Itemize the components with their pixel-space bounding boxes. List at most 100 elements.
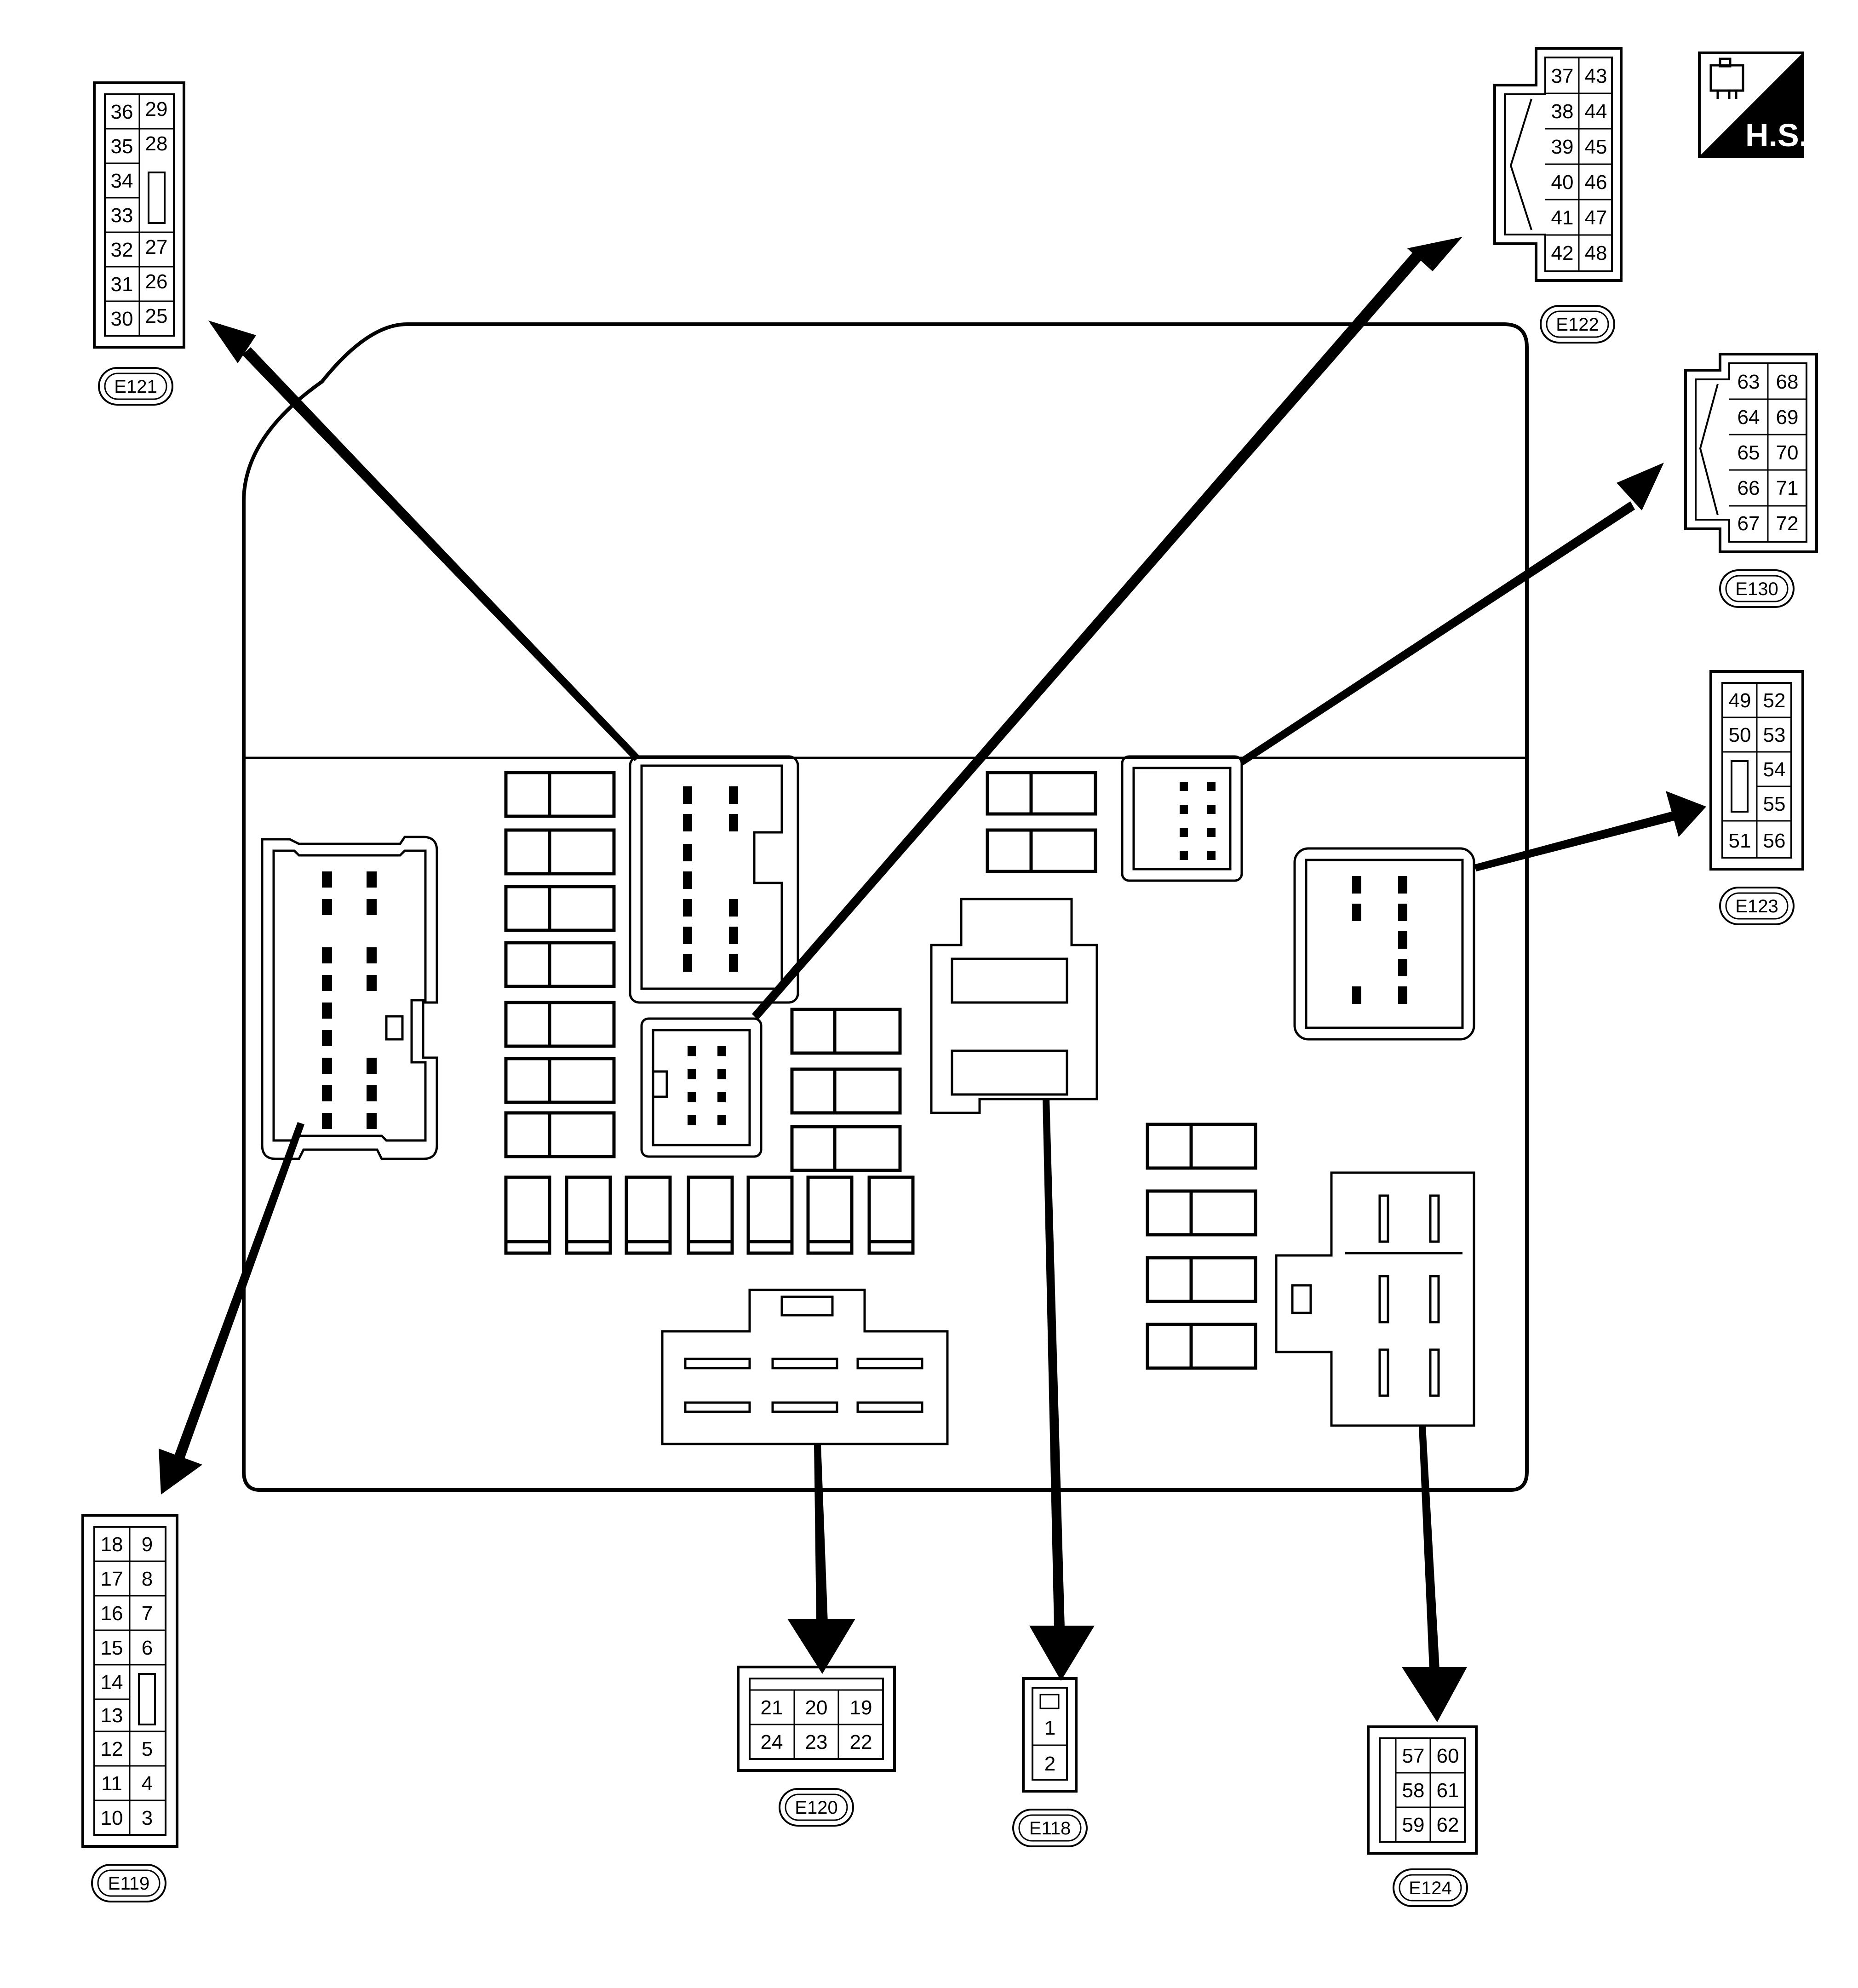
pin: 44 [1585,100,1607,123]
pin: 68 [1776,371,1799,393]
socket-e122 [640,1017,763,1158]
pin: 49 [1729,689,1751,712]
pin: 15 [101,1637,123,1659]
label-e122: E122 [1540,305,1615,344]
pin: 28 [145,132,168,155]
fuse-block-housing [242,322,1529,1492]
pin: 14 [101,1671,123,1694]
connector-e118: 1 2 E118 [1012,1677,1088,1847]
fuse-top-right [986,771,1097,873]
pin: 52 [1763,689,1786,712]
connector-label: E130 [1735,579,1778,599]
fuse-right-column [1146,1123,1257,1370]
pin: 19 [850,1696,872,1719]
pin: 4 [142,1772,153,1795]
pin: 67 [1738,512,1760,535]
pin: 47 [1585,206,1607,229]
connector-label: E120 [795,1798,837,1818]
connector-e121: 36 29 35 28 34 33 32 27 31 26 30 25 E121 [93,81,185,406]
pin: 45 [1585,136,1607,158]
pin: 16 [101,1602,123,1625]
fuse-vertical-row [504,1175,915,1255]
pin: 17 [101,1568,123,1590]
pin: 37 [1551,65,1574,87]
pin: 7 [142,1602,153,1625]
pin: 30 [111,308,133,330]
label-e119: E119 [91,1864,166,1902]
pin: 34 [111,170,133,192]
socket-e130 [1121,755,1243,882]
pin: 32 [111,239,133,261]
socket-e118 [930,898,1098,1114]
pin: 69 [1776,406,1799,429]
pin: 21 [761,1696,783,1719]
pin: 1 [1044,1717,1055,1739]
pin: 5 [142,1738,153,1760]
pin: 72 [1776,512,1799,535]
harness-side-badge: H.S. [1698,52,1808,158]
pin: 57 [1402,1745,1425,1767]
connector-e120: 21 20 19 24 23 22 E120 [737,1666,896,1827]
arrow-e130 [1239,463,1664,766]
socket-e130-pins [1180,782,1216,860]
connector-e119: 18 9 17 8 16 7 15 6 14 13 12 5 11 4 10 3… [81,1514,178,1902]
harness-side-icon [1709,57,1744,99]
pin: 10 [101,1807,123,1829]
pin: 22 [850,1731,872,1753]
pin: 53 [1763,724,1786,746]
pin: 71 [1776,477,1799,499]
pin: 60 [1437,1745,1459,1767]
pin: 26 [145,270,168,293]
pin: 54 [1763,758,1786,781]
pin: 66 [1738,477,1760,499]
leader-arrows [159,237,1706,1722]
pin: 62 [1437,1814,1459,1836]
label-e121: E121 [98,367,173,406]
socket-e121 [629,755,799,1004]
connector-e130: 63 68 64 69 65 70 66 71 67 72 E130 [1684,353,1818,608]
socket-e122-pins [688,1046,726,1125]
connector-label: E122 [1556,315,1599,335]
pin: 9 [142,1533,153,1556]
label-e124: E124 [1393,1868,1468,1907]
pin: 3 [142,1807,153,1829]
arrow-e119 [159,1122,304,1495]
fuse-left-column [504,771,616,1158]
socket-e123-pins [1352,876,1407,1004]
socket-e121-pins [683,786,738,972]
connector-e122: 37 43 38 44 39 45 40 46 41 47 42 48 E122 [1493,47,1623,344]
connector-e123: 49 52 50 53 54 55 51 56 E123 [1709,670,1804,925]
socket-e119 [261,836,438,1160]
pin: 51 [1729,830,1751,852]
pin: 11 [101,1772,122,1795]
pin: 36 [111,101,133,123]
pin: 64 [1738,406,1760,429]
connector-e124: 57 60 58 61 59 62 E124 [1367,1725,1478,1907]
pin: 58 [1402,1779,1425,1802]
pin: 38 [1551,100,1574,123]
socket-e119-pins [322,871,377,1129]
pin: 70 [1776,441,1799,464]
pin: 12 [101,1738,123,1760]
pin: 50 [1729,724,1751,746]
label-e120: E120 [779,1788,854,1827]
pin: 43 [1585,65,1607,87]
label-e118: E118 [1012,1809,1088,1847]
pin: 40 [1551,171,1574,194]
arrow-e122 [752,237,1462,1020]
socket-e120 [661,1289,949,1445]
fuse-array [504,771,1257,1370]
pin: 2 [1044,1753,1055,1775]
pin: 23 [805,1731,828,1753]
pin: 29 [145,98,168,120]
pin: 13 [101,1704,123,1727]
pin: 25 [145,305,168,327]
pin: 31 [111,273,133,296]
pin: 24 [761,1731,783,1753]
label-e130: E130 [1719,569,1795,608]
arrow-e121 [208,321,640,761]
connector-label: E123 [1735,896,1778,917]
arrow-e124 [1402,1426,1467,1722]
connector-label: E119 [108,1873,149,1894]
